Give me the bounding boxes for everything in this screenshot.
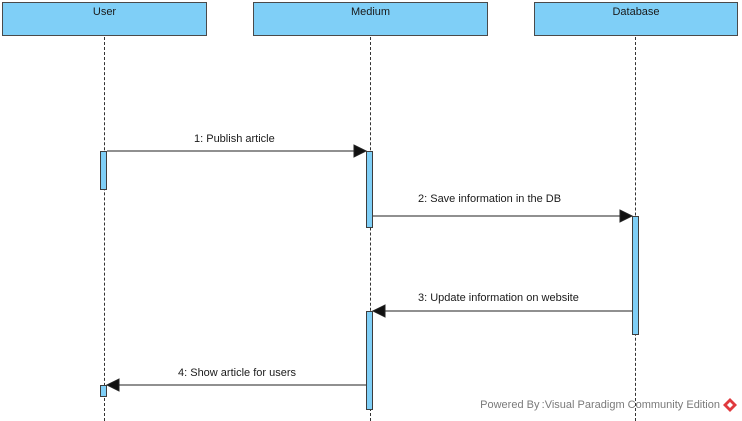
lifeline-database-header[interactable]: Database <box>534 2 738 36</box>
lifeline-database-label: Database <box>612 6 660 18</box>
activation-user-2[interactable] <box>100 385 107 397</box>
visual-paradigm-logo-icon <box>723 398 737 412</box>
message-3-arrowhead <box>371 304 386 318</box>
message-1-label: 1: Publish article <box>194 133 275 145</box>
message-3-label: 3: Update information on website <box>418 292 579 304</box>
watermark-text: Powered By :Visual Paradigm Community Ed… <box>480 399 720 411</box>
activation-database-1[interactable] <box>632 216 639 335</box>
activation-medium-1[interactable] <box>366 151 373 228</box>
message-2-label: 2: Save information in the DB <box>418 193 562 205</box>
powered-by-watermark: Powered By :Visual Paradigm Community Ed… <box>480 399 720 411</box>
message-4-arrowhead <box>105 378 120 392</box>
lifeline-user-header[interactable]: User <box>2 2 207 36</box>
lifeline-medium-label: Medium <box>350 6 391 18</box>
message-1-arrowhead <box>353 144 368 158</box>
lifeline-medium-header[interactable]: Medium <box>253 2 488 36</box>
activation-medium-2[interactable] <box>366 311 373 410</box>
message-4-label: 4: Show article for users <box>178 367 296 379</box>
activation-user-1[interactable] <box>100 151 107 190</box>
lifeline-medium-line <box>370 37 371 421</box>
lifeline-user-label: User <box>92 6 117 18</box>
message-2-arrowhead <box>619 209 634 223</box>
lifeline-user-line <box>104 37 105 421</box>
